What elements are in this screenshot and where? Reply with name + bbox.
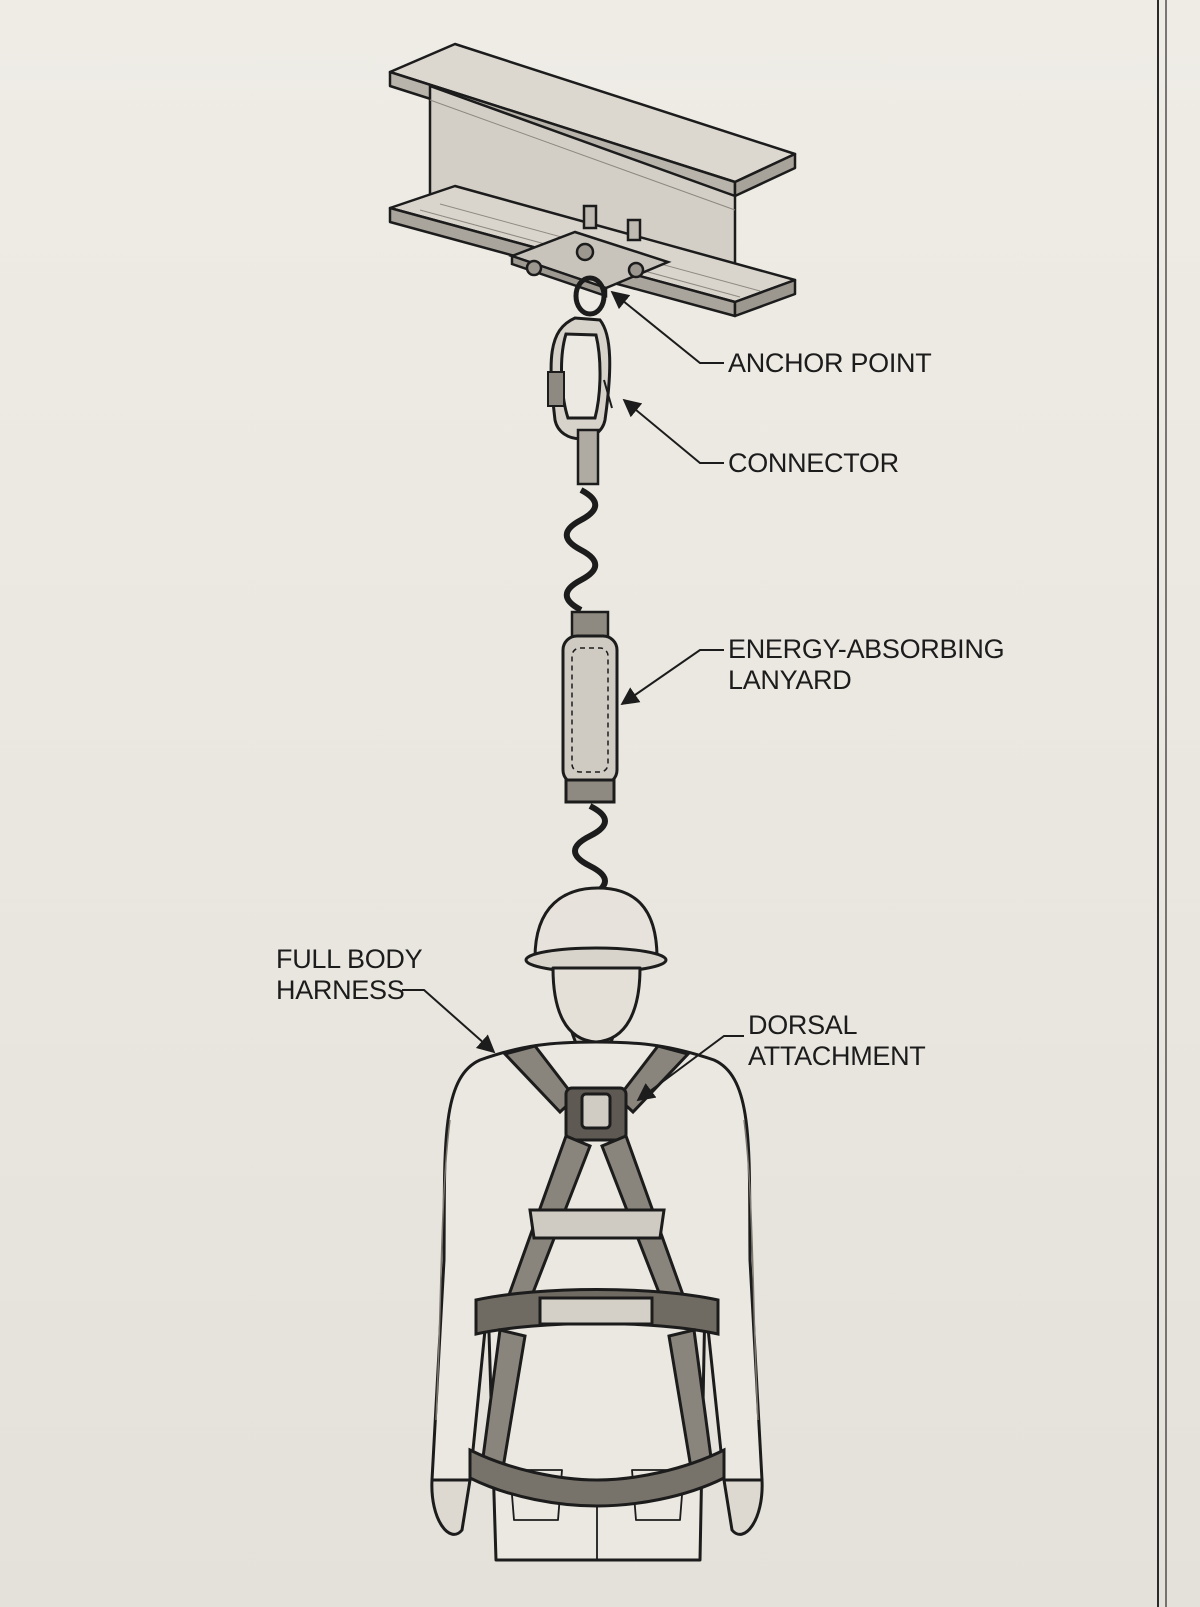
label-full-body-harness: FULL BODY HARNESS bbox=[276, 944, 423, 1005]
anchor-plate bbox=[508, 204, 672, 317]
harness-straps bbox=[468, 1044, 726, 1508]
energy-absorber-pack bbox=[561, 634, 619, 804]
lanyard-upper-coil bbox=[563, 428, 610, 640]
leader-lines bbox=[402, 290, 744, 1102]
carabiner-connector bbox=[547, 316, 613, 441]
label-energy-absorbing-lanyard: ENERGY-ABSORBING LANYARD bbox=[728, 634, 1005, 695]
label-connector: CONNECTOR bbox=[728, 448, 899, 478]
label-anchor-point: ANCHOR POINT bbox=[728, 348, 932, 378]
label-dorsal-attachment: DORSAL ATTACHMENT bbox=[748, 1010, 926, 1071]
frame-border bbox=[1157, 0, 1167, 1607]
